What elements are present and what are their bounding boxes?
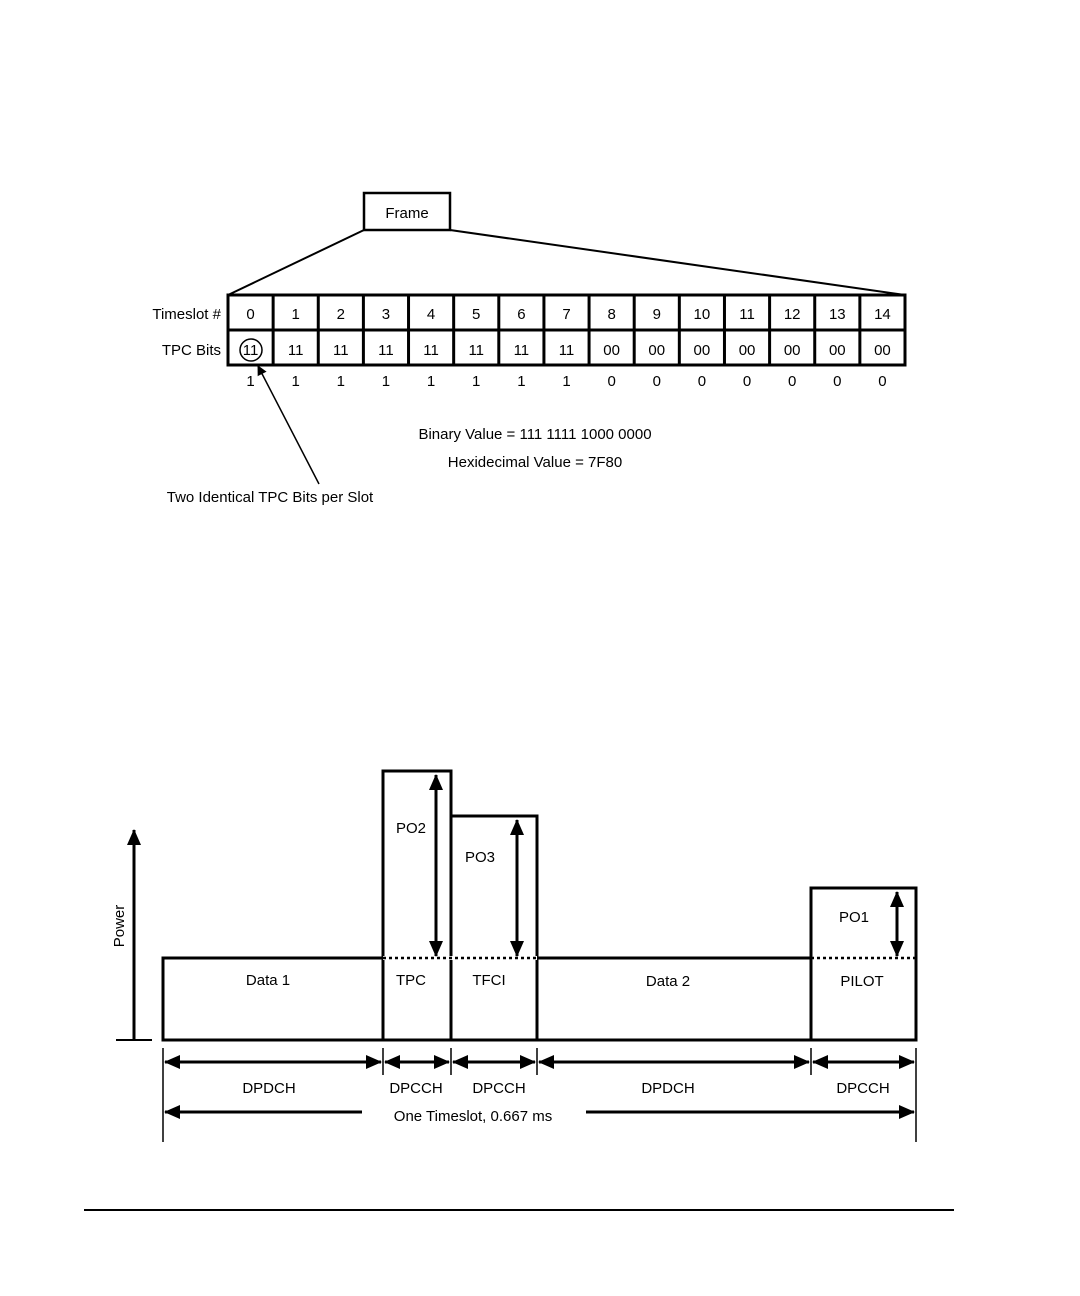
slot-grid-lines [228,295,905,365]
tpc-highlight-circle [239,338,263,362]
tfci-label: TFCI [472,972,505,989]
decoded-bit: 1 [472,373,480,390]
frame-label: Frame [385,205,428,222]
tpc-bit-cell: 11 [243,342,259,359]
decoded-bit: 1 [562,373,570,390]
tpc-bit-cell: 11 [559,342,575,359]
tpc-bit-values: 11 11 11 11 11 11 11 11 00 00 00 00 00 00 00 [243,342,891,359]
tpc-block [381,769,453,1042]
tfci-block [449,814,539,1042]
pilot-block [809,886,918,1042]
channel-label-1: DPDCH [242,1080,295,1097]
timeslot-number: 6 [517,306,525,323]
timeslot-number: 11 [739,306,755,323]
timeslot-number: 1 [292,306,300,323]
timeslot-number: 4 [427,306,435,323]
decoded-bit: 1 [517,373,525,390]
power-diagram: Power PO2 PO3 PO1 Data 1 TPC TFCI Data 2… [111,769,918,1142]
frame-box [362,191,452,232]
timeslot-number: 0 [246,306,254,323]
decoded-bit: 0 [833,373,841,390]
pilot-label: PILOT [840,973,883,990]
tpc-bit-cell: 00 [739,342,756,359]
po1-label: PO1 [839,909,869,926]
decoded-bit: 0 [653,373,661,390]
tpc-bit-cell: 00 [648,342,665,359]
decoded-bit: 1 [246,373,254,390]
tpc-bit-cell: 00 [603,342,620,359]
tpc-bit-cell: 11 [514,342,530,359]
timeslot-number: 8 [607,306,615,323]
timeslot-number: 10 [694,306,711,323]
data1-block [161,956,385,1042]
decoded-bit: 0 [788,373,796,390]
channel-label-5: DPCCH [836,1080,889,1097]
timeslot-number: 5 [472,306,480,323]
decoded-bit: 1 [292,373,300,390]
decoded-bit: 1 [427,373,435,390]
channel-label-2: DPCCH [389,1080,442,1097]
tpc-row-label: TPC Bits [162,342,221,359]
tpc-bit-cell: 00 [829,342,846,359]
tpc-bit-cell: 00 [874,342,891,359]
timeslot-number: 2 [337,306,345,323]
timeslot-row-label: Timeslot # [152,306,221,323]
timeslot-number: 9 [653,306,661,323]
boundary-ticks [162,1048,917,1142]
tpc-bit-cell: 11 [423,342,439,359]
timeslot-number: 7 [562,306,570,323]
channel-label-4: DPDCH [641,1080,694,1097]
data2-label: Data 2 [646,973,690,990]
tpc-bit-cell: 11 [333,342,349,359]
tpc-bit-cell: 11 [288,342,304,359]
timeslot-number: 3 [382,306,390,323]
power-axis-label: Power [111,905,128,948]
decoded-bit: 1 [337,373,345,390]
tpc-bit-cell: 11 [468,342,484,359]
data2-block [535,956,813,1042]
tpc-bit-cell: 00 [784,342,801,359]
decoded-bit-values: 1 1 1 1 1 1 1 1 0 0 0 0 0 0 0 [246,373,886,390]
decoded-bit: 0 [878,373,886,390]
timeslot-span-label: One Timeslot, 0.667 ms [394,1108,552,1125]
timeslot-number: 13 [829,306,846,323]
tpc-label: TPC [396,972,426,989]
channel-label-3: DPCCH [472,1080,525,1097]
callout-text: Two Identical TPC Bits per Slot [167,489,374,506]
decoded-bit: 1 [382,373,390,390]
binary-value-text: Binary Value = 111 1111 1000 0000 [418,426,651,443]
decoded-bit: 0 [607,373,615,390]
po2-label: PO2 [396,820,426,837]
frame-expand-line-left [227,229,365,296]
decoded-bit: 0 [698,373,706,390]
decoded-bit: 0 [743,373,751,390]
data1-label: Data 1 [246,972,290,989]
timeslot-number: 12 [784,306,801,323]
timeslot-number: 14 [874,306,891,323]
tpc-bit-cell: 00 [694,342,711,359]
hex-value-text: Hexidecimal Value = 7F80 [448,454,622,471]
callout-arrow [257,365,320,485]
po3-label: PO3 [465,849,495,866]
tpc-bit-cell: 11 [378,342,394,359]
frame-expand-line-right [449,229,906,296]
